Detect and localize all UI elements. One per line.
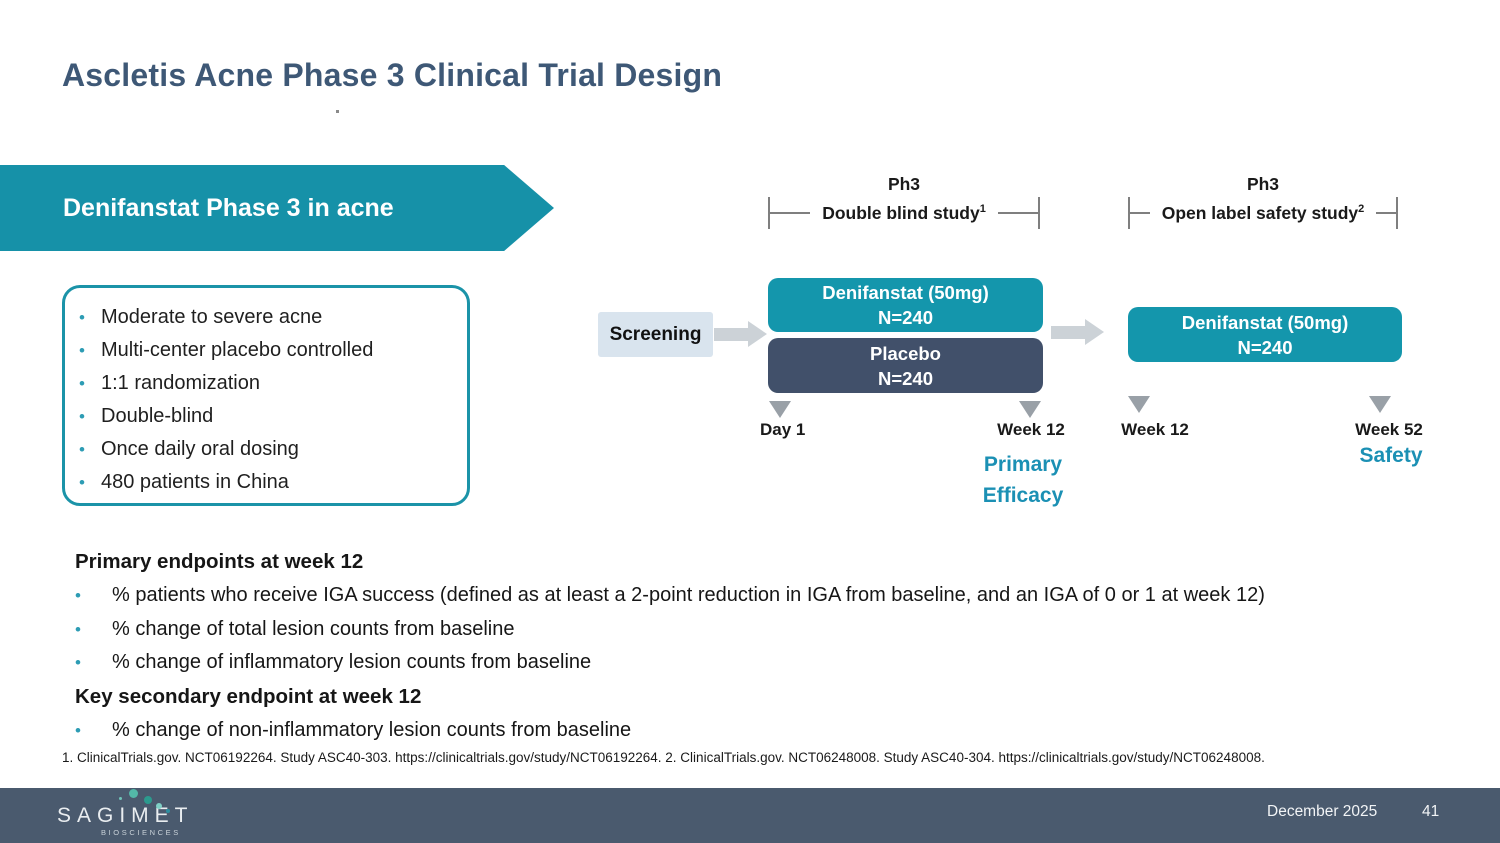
sagimet-logo-subtext: BIOSCIENCES	[101, 828, 181, 837]
arm-box-denifanstat-double-blind: Denifanstat (50mg) N=240	[768, 278, 1043, 332]
arm-n-label: N=240	[1237, 336, 1293, 358]
bracket-study-label: Open label safety study2	[1161, 202, 1365, 223]
logo-dot-icon	[129, 789, 138, 798]
phase-banner-label: Denifanstat Phase 3 in acne	[63, 193, 394, 222]
bracket-phase-label: Ph3	[887, 174, 921, 194]
feature-item: • 480 patients in China	[79, 466, 461, 499]
endpoint-item-label: % patients who receive IGA success (defi…	[112, 584, 1265, 606]
feature-item: • Moderate to severe acne	[79, 301, 461, 334]
logo-dot-icon	[156, 803, 162, 809]
endpoint-item-label: % change of non-inflammatory lesion coun…	[112, 718, 632, 741]
key-secondary-heading: Key secondary endpoint at week 12	[75, 684, 422, 708]
bullet-icon: •	[79, 374, 85, 393]
phase-banner: Denifanstat Phase 3 in acne	[0, 165, 554, 251]
footnote: 1. ClinicalTrials.gov. NCT06192264. Stud…	[62, 750, 1265, 765]
bullet-icon: •	[75, 720, 81, 740]
study-features-box: • Moderate to severe acne • Multi-center…	[62, 285, 470, 506]
bracket-tick-icon	[1396, 197, 1399, 229]
bracket-open-label: Ph3 Open label safety study2	[1128, 174, 1399, 230]
timeline-marker-icon	[1369, 396, 1391, 413]
endpoint-item: • % patients who receive IGA success (de…	[75, 579, 1490, 613]
timeline-label-week12-ol: Week 12	[1121, 420, 1189, 439]
bracket-dash-icon	[1376, 212, 1397, 214]
feature-item-label: Multi-center placebo controlled	[101, 339, 374, 361]
sagimet-logo: SAGIMET	[57, 804, 194, 827]
feature-item: • Multi-center placebo controlled	[79, 334, 461, 367]
logo-dot-icon	[166, 809, 170, 813]
feature-item-label: 1:1 randomization	[101, 372, 260, 394]
timeline-label-week52: Week 52	[1355, 420, 1423, 439]
arm-n-label: N=240	[877, 367, 934, 389]
bracket-dash-icon	[997, 212, 1038, 214]
arm-drug-label: Denifanstat (50mg)	[1181, 311, 1349, 333]
feature-item-label: Moderate to severe acne	[101, 306, 323, 328]
feature-item: • 1:1 randomization	[79, 367, 461, 400]
endpoint-item: • % change of non-inflammatory lesion co…	[75, 714, 1490, 748]
endpoint-item-label: % change of total lesion counts from bas…	[112, 617, 515, 640]
primary-efficacy-label: Primary Efficacy	[982, 453, 1064, 507]
endpoint-item-label: % change of inflammatory lesion counts f…	[112, 651, 592, 673]
bracket-study-label: Double blind study1	[822, 202, 986, 223]
timeline-label-week12-db: Week 12	[997, 420, 1065, 439]
feature-item-label: Once daily oral dosing	[101, 438, 299, 460]
bullet-icon: •	[75, 619, 81, 639]
bracket-tick-icon	[1128, 197, 1130, 229]
footer-date: December 2025	[1267, 803, 1378, 820]
bullet-icon: •	[79, 440, 85, 459]
bullet-icon: •	[79, 341, 85, 360]
stray-dot	[336, 110, 339, 113]
bracket-phase-label: Ph3	[1246, 174, 1280, 194]
arm-drug-label: Denifanstat (50mg)	[822, 282, 989, 303]
page-title: Ascletis Acne Phase 3 Clinical Trial Des…	[62, 57, 723, 93]
endpoint-item: • % change of inflammatory lesion counts…	[75, 646, 1490, 680]
primary-endpoints-heading: Primary endpoints at week 12	[75, 550, 364, 573]
flow-arrow-icon	[714, 321, 767, 347]
bracket-double-blind: Ph3 Double blind study1	[768, 174, 1040, 230]
bracket-dash-icon	[770, 212, 811, 214]
flow-arrow-icon	[1051, 319, 1104, 345]
arm-drug-label: Placebo	[870, 342, 941, 364]
timeline-marker-icon	[1019, 401, 1041, 418]
bracket-tick-icon	[768, 197, 770, 229]
arm-box-placebo: Placebo N=240	[768, 338, 1043, 393]
bracket-tick-icon	[1038, 197, 1040, 229]
feature-item-label: Double-blind	[101, 405, 214, 427]
arm-box-denifanstat-open-label: Denifanstat (50mg) N=240	[1128, 307, 1402, 362]
timeline-marker-icon	[769, 401, 791, 418]
feature-item: • Double-blind	[79, 400, 461, 433]
screening-label: Screening	[609, 323, 702, 345]
bullet-icon: •	[79, 473, 85, 492]
feature-item-label: 480 patients in China	[101, 471, 289, 493]
feature-item: • Once daily oral dosing	[79, 433, 461, 466]
timeline-marker-icon	[1128, 396, 1150, 413]
bullet-icon: •	[75, 653, 81, 672]
timeline-label-day1: Day 1	[760, 420, 806, 439]
arm-n-label: N=240	[877, 307, 934, 328]
footer-page-number: 41	[1422, 803, 1440, 820]
footnote-ref: 1	[979, 202, 986, 215]
screening-box: Screening	[598, 312, 713, 357]
safety-label: Safety	[1359, 444, 1423, 467]
footnote-ref: 2	[1358, 202, 1365, 215]
endpoints-section: Primary endpoints at week 12 • % patient…	[75, 545, 1490, 747]
logo-dot-icon	[119, 797, 122, 800]
bullet-icon: •	[75, 586, 81, 605]
endpoint-item: • % change of total lesion counts from b…	[75, 613, 1490, 647]
bullet-icon: •	[79, 308, 85, 327]
bullet-icon: •	[79, 407, 85, 426]
bracket-dash-icon	[1130, 212, 1150, 214]
footer-bar: SAGIMET BIOSCIENCES December 2025 41	[0, 788, 1500, 843]
logo-dot-icon	[144, 796, 152, 804]
